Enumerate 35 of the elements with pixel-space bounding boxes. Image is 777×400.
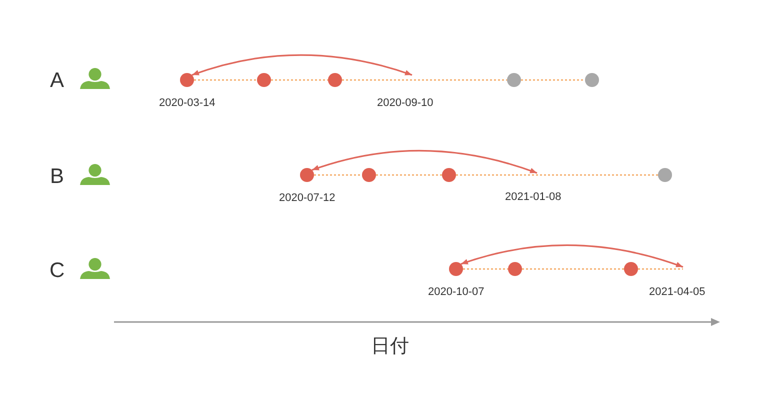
dotted-line xyxy=(456,174,658,176)
date-label: 2021-01-08 xyxy=(505,192,562,202)
double-headed-arrow xyxy=(192,54,412,76)
dotted-line xyxy=(342,79,507,81)
dotted-line xyxy=(314,174,362,176)
timeline-dot xyxy=(362,168,376,182)
timeline-dot xyxy=(257,73,271,87)
double-headed-arrow xyxy=(312,150,538,174)
dotted-line xyxy=(638,268,683,270)
timeline-dot xyxy=(508,262,522,276)
timeline-dot xyxy=(507,73,521,87)
timeline-dot xyxy=(442,168,456,182)
timeline-dot xyxy=(449,262,463,276)
dotted-line xyxy=(521,79,585,81)
timeline-dot xyxy=(585,73,599,87)
timeline-dot xyxy=(624,262,638,276)
axis-label: 日付 xyxy=(371,336,409,356)
date-label: 2020-07-12 xyxy=(279,192,336,204)
timeline-dot xyxy=(180,73,194,87)
dotted-line xyxy=(271,79,328,81)
dotted-line xyxy=(522,268,624,270)
date-label: 2020-09-10 xyxy=(377,98,434,108)
double-headed-arrow xyxy=(460,244,684,268)
timeline-dot xyxy=(658,168,672,182)
timeline-dot xyxy=(300,168,314,182)
dotted-line xyxy=(463,268,508,270)
date-label: 2020-03-14 xyxy=(159,98,216,108)
dotted-line xyxy=(194,79,257,81)
row-label: C xyxy=(50,260,65,280)
timeline-dot xyxy=(328,73,342,87)
dotted-line xyxy=(376,174,442,176)
date-label: 2021-04-05 xyxy=(649,286,706,298)
row-label: B xyxy=(50,166,64,186)
row-label: A xyxy=(50,70,64,90)
date-label: 2020-10-07 xyxy=(428,286,484,298)
